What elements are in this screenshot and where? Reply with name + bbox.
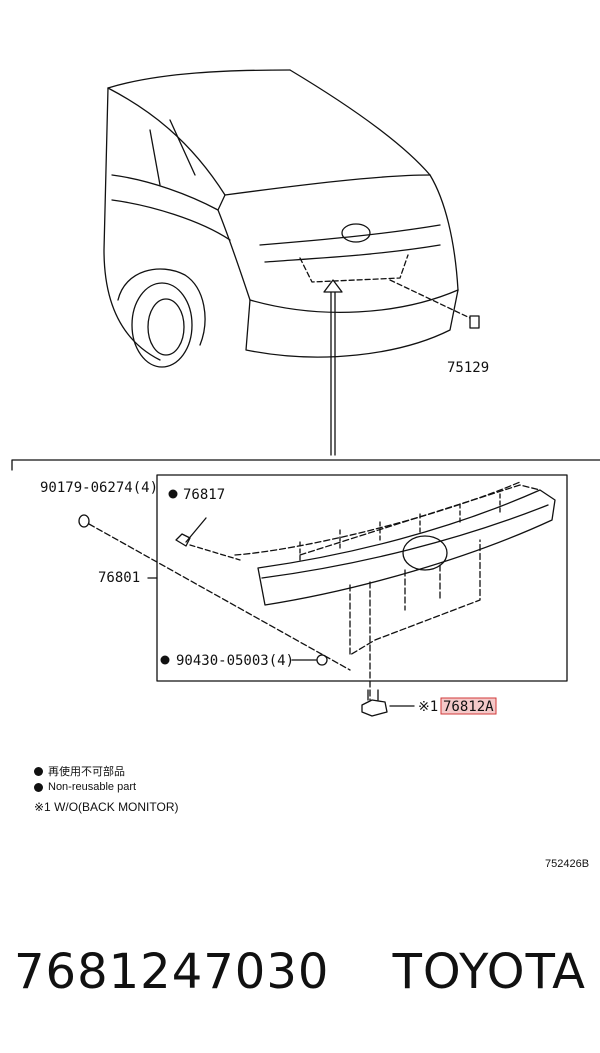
label-76817: 76817 — [183, 487, 225, 503]
brand-name: TOYOTA — [392, 944, 586, 1000]
non-reusable-dot-icon — [34, 766, 43, 776]
label-76801: 76801 — [98, 570, 140, 586]
non-reusable-dot-76817 — [168, 489, 178, 499]
legend-note: ※1 W/O(BACK MONITOR) — [34, 800, 179, 814]
non-reusable-dot-icon — [34, 782, 43, 792]
legend-jp: 再使用不可部品 — [34, 763, 125, 779]
legend-note-text: ※1 W/O(BACK MONITOR) — [34, 800, 179, 814]
screw-76817-shape — [175, 517, 241, 561]
car-rear-illustration — [103, 69, 471, 368]
label-76812A: 76812A — [443, 699, 494, 715]
footer: 7681247030 TOYOTA — [14, 944, 586, 1004]
parts-diagram: 75129 90179-06274(4) 76817 76801 90430-0… — [11, 69, 600, 717]
legend-jp-text: 再使用不可部品 — [48, 766, 125, 778]
detail-box — [156, 474, 568, 682]
highlight-box-76812A — [440, 697, 497, 715]
nut-90430-shape — [291, 654, 328, 666]
label-note-mark: ※1 — [418, 699, 438, 715]
legend-en: Non-reusable part — [34, 781, 136, 793]
part-number: 7681247030 — [14, 944, 330, 1000]
non-reusable-dot-90430 — [160, 655, 170, 665]
label-75129: 75129 — [447, 360, 489, 376]
label-90430: 90430-05003(4) — [176, 653, 294, 669]
diagram-code: 752426B — [545, 858, 590, 870]
clip-75129-shape — [469, 315, 480, 329]
label-90179: 90179-06274(4) — [40, 480, 158, 496]
part-76812A-shape — [361, 689, 415, 717]
legend-en-text: Non-reusable part — [48, 781, 137, 793]
back-door-garnish-shape — [234, 481, 556, 701]
bolt-90179-shape — [78, 514, 351, 671]
